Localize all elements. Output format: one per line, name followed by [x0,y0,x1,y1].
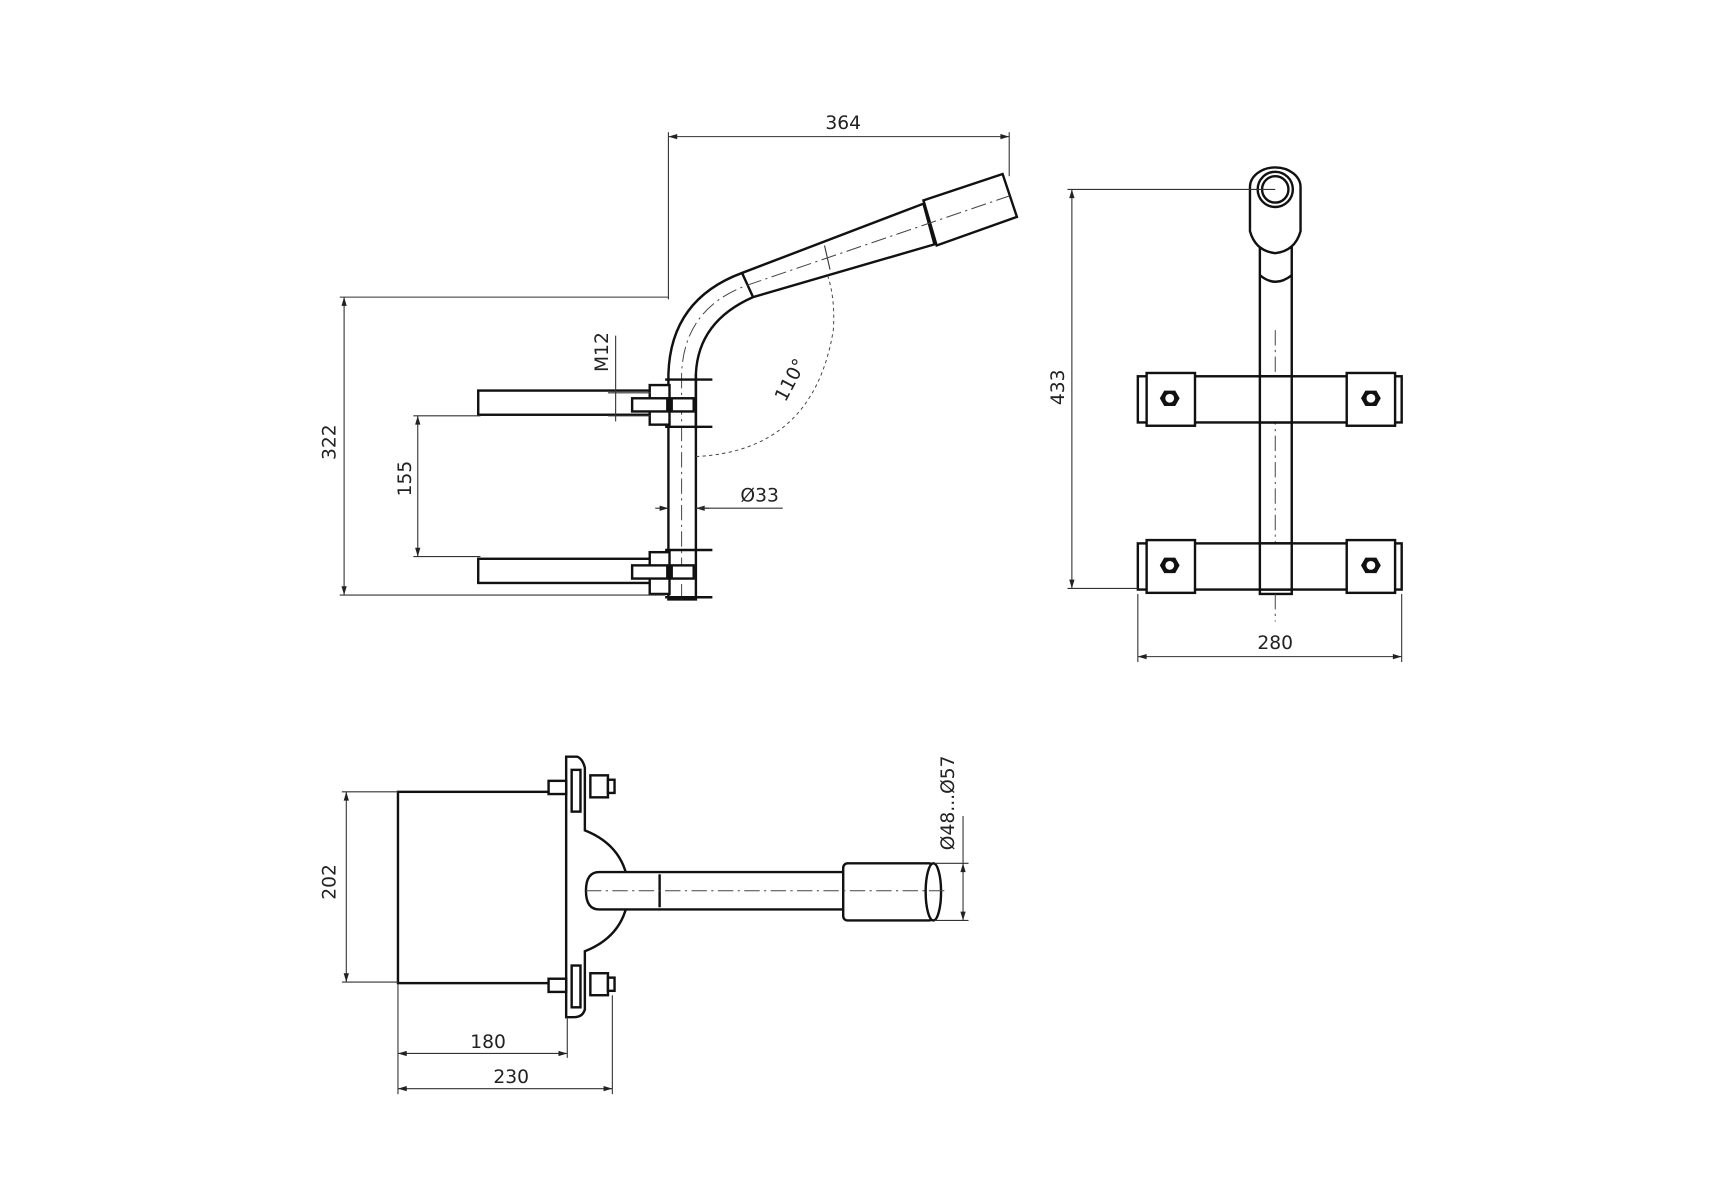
upper-clamp [630,374,713,430]
end-sleeve [841,862,935,922]
lower-arm [477,557,661,585]
dim-diameter-33: Ø33 [740,486,778,507]
dim-180: 180 [470,1032,506,1053]
mounting-box [396,790,569,985]
dim-322: 322 [319,424,340,460]
angle-arc [695,272,835,458]
mast-pipe [667,202,936,601]
upper-arm [477,389,661,416]
dim-230: 230 [493,1067,529,1088]
upper-bracket [1136,371,1403,427]
dim-angle-110: 110° [771,356,811,406]
dim-364: 364 [825,113,861,134]
dim-202: 202 [319,864,340,900]
lower-clamp [630,548,713,599]
dim-mast-diameter: Ø48...Ø57 [938,755,959,850]
pipe-sleeve [921,172,1019,248]
dim-155: 155 [395,461,416,497]
dim-433: 433 [1048,369,1069,405]
side-view: 364 322 155 M12 Ø33 110° [319,113,1019,601]
dim-m12: M12 [592,332,613,372]
lower-bracket [1136,538,1403,595]
dim-280: 280 [1257,633,1293,654]
front-view: 433 280 [1048,166,1403,663]
top-view: 202 180 230 Ø48...Ø57 [319,755,969,1095]
